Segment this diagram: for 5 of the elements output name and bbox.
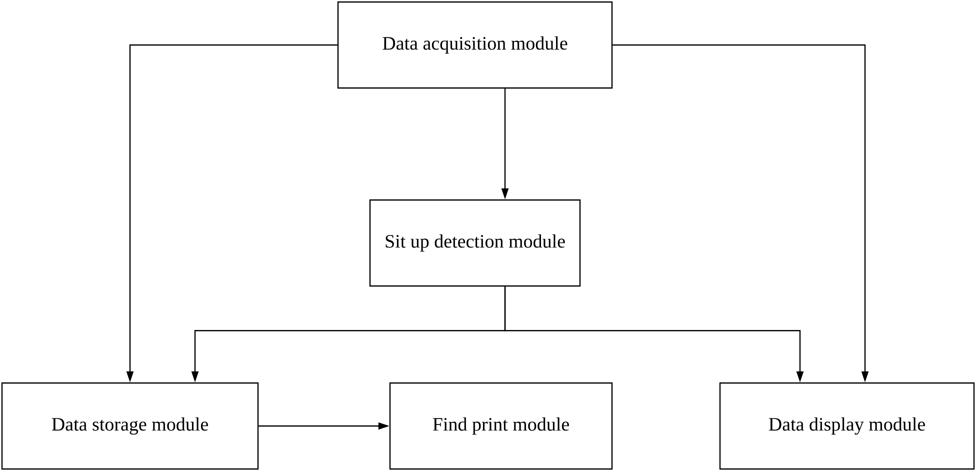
module-box: Data acquisition module [337,1,613,89]
module-box: Sit up detection module [369,199,581,287]
module-box: Data display module [719,382,975,470]
module-box: Data storage module [1,382,259,470]
module-box: Find print module [389,382,613,470]
